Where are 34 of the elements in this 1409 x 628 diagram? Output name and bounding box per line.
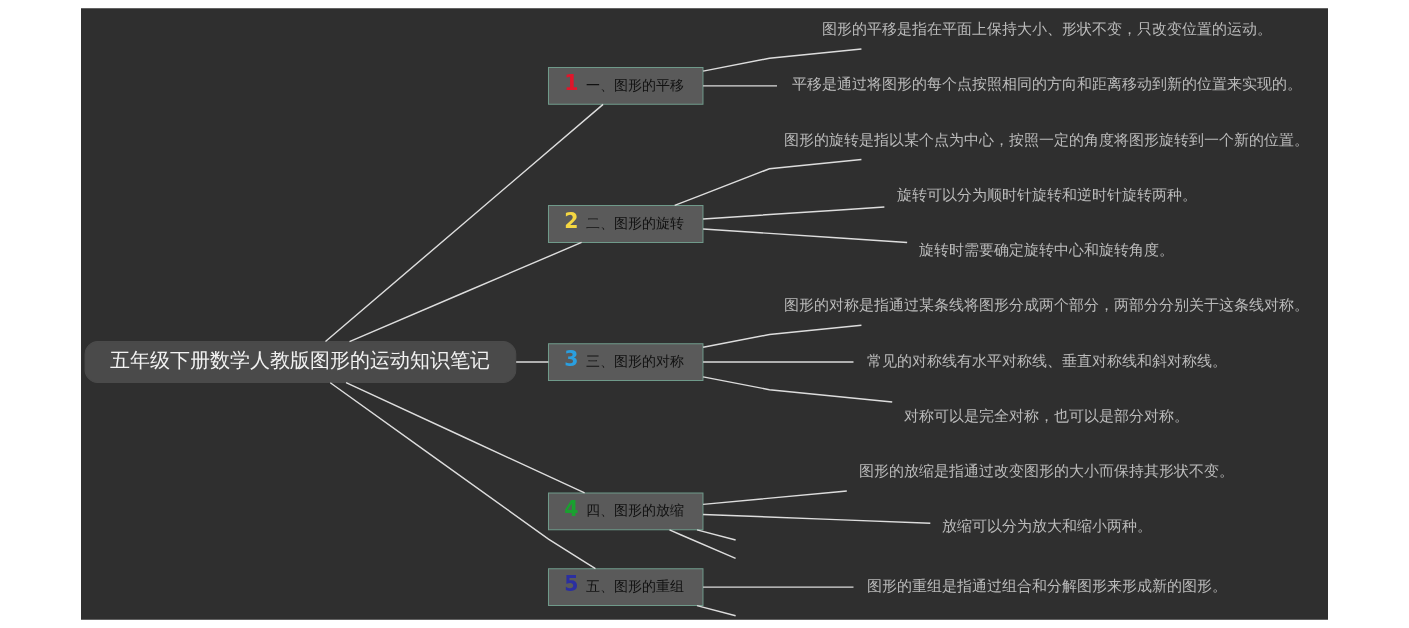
connector bbox=[324, 103, 604, 343]
node-text: 图形的对称是指通过某条线将图形分成两个部分，两部分分别关于这条线对称。 bbox=[784, 296, 1310, 315]
node-text: 常见的对称线有水平对称线、垂直对称线和斜对称线。 bbox=[866, 351, 1227, 370]
node-box: 1 一、图形的平移 bbox=[548, 66, 704, 105]
connector bbox=[673, 158, 863, 207]
connector bbox=[702, 376, 893, 403]
node-text: 旋转时需要确定旋转中心和旋转角度。 bbox=[919, 241, 1175, 260]
connector bbox=[348, 241, 583, 343]
connector bbox=[345, 381, 586, 494]
connector bbox=[702, 490, 848, 506]
connector bbox=[702, 513, 932, 524]
node-text: 图形的平移是指在平面上保持大小、形状不变，只改变位置的运动。 bbox=[821, 20, 1272, 39]
node-text: 放缩可以分为放大和缩小两种。 bbox=[941, 517, 1152, 536]
connector bbox=[702, 228, 908, 244]
connector bbox=[702, 586, 855, 588]
connector bbox=[702, 48, 863, 72]
connector bbox=[515, 361, 550, 363]
node-text: 图形的放缩是指通过改变图形的大小而保持其形状不变。 bbox=[859, 462, 1235, 481]
connector bbox=[702, 206, 886, 220]
node-text: 平移是通过将图形的每个点按照相同的方向和距离移动到新的位置来实现的。 bbox=[791, 75, 1302, 94]
node-text: 旋转可以分为顺时针旋转和逆时针旋转两种。 bbox=[896, 185, 1197, 204]
connector bbox=[702, 85, 778, 87]
node-box: 4 四、图形的放缩 bbox=[548, 492, 704, 531]
node-box: 五年级下册数学人教版图形的运动知识笔记 bbox=[84, 341, 517, 384]
node-text: 图形的旋转是指以某个点为中心，按照一定的角度将图形旋转到一个新的位置。 bbox=[784, 130, 1310, 149]
connector bbox=[696, 604, 737, 617]
node-box: 5 五、图形的重组 bbox=[548, 568, 704, 607]
connector bbox=[702, 361, 855, 363]
connector bbox=[702, 324, 863, 348]
connector bbox=[668, 529, 737, 560]
connector bbox=[329, 382, 597, 570]
connector bbox=[696, 529, 737, 541]
node-text: 图形的重组是指通过组合和分解图形来形成新的图形。 bbox=[866, 576, 1227, 595]
node-text: 对称可以是完全对称，也可以是部分对称。 bbox=[904, 406, 1190, 425]
